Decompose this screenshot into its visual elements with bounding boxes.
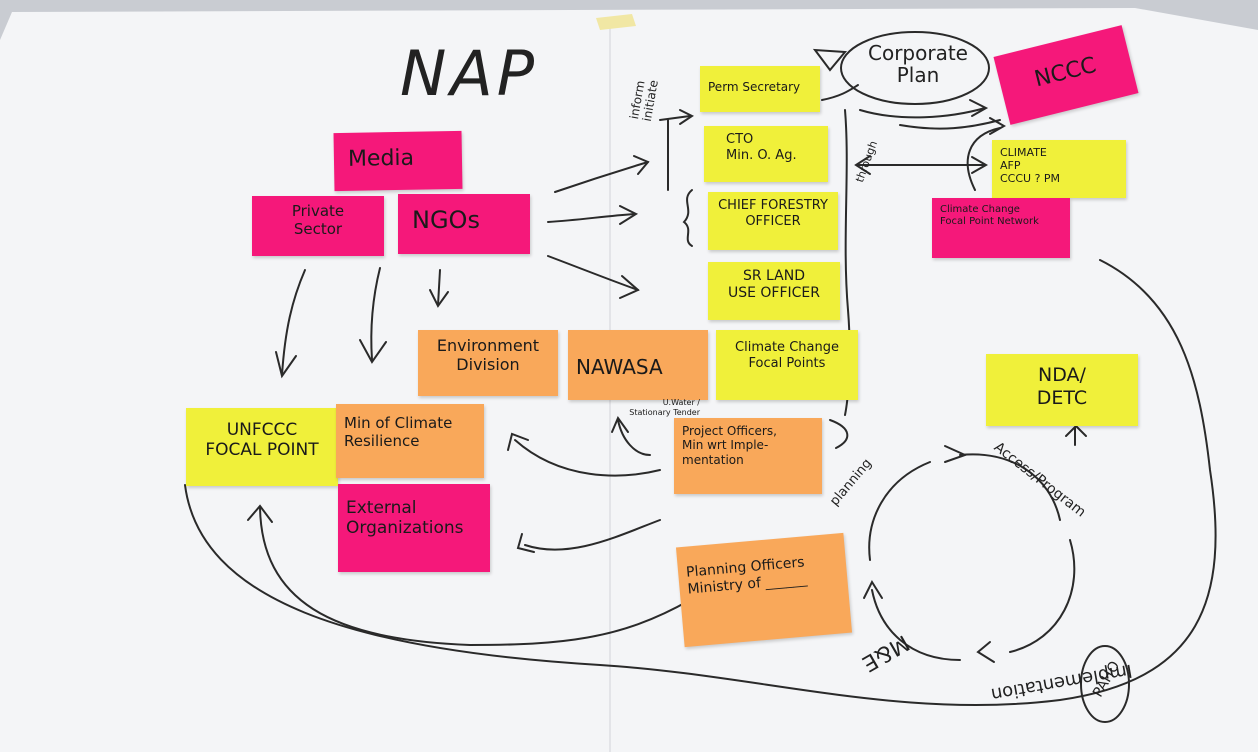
note-private-sector: Private Sector <box>252 196 384 256</box>
title-nap: NAP <box>400 37 539 110</box>
note-media: Media <box>333 130 463 192</box>
note-project-officers: Project Officers, Min wrt Imple- mentati… <box>674 418 822 494</box>
note-unfccc-focal-point: UNFCCC FOCAL POINT <box>186 408 338 486</box>
note-min-climate-resilience: Min of Climate Resilience <box>336 404 484 478</box>
nawasa-subtitle: U.Water / Stationary Tender <box>629 398 700 417</box>
note-ngos: NGOs <box>398 194 530 254</box>
note-nda-detc: NDA/ DETC <box>986 354 1138 426</box>
nawasa-title: NAWASA <box>576 355 663 380</box>
corporate-plan-label: Corporate Plan <box>868 41 968 87</box>
note-environment-division: Environment Division <box>418 330 558 396</box>
note-sr-land-use-officer: SR LAND USE OFFICER <box>708 262 840 320</box>
note-chief-forestry-officer: CHIEF FORESTRY OFFICER <box>708 192 838 250</box>
note-cto: CTO Min. O. Ag. <box>704 126 828 182</box>
note-climate-afp: CLIMATE AFP CCCU ? PM <box>992 140 1126 198</box>
tape-strip <box>596 14 636 30</box>
note-perm-secretary: Perm Secretary <box>700 66 820 112</box>
note-cc-focal-point-network: Climate Change Focal Point Network <box>932 198 1070 258</box>
note-climate-change-focal-points: Climate Change Focal Points <box>716 330 858 400</box>
note-nawasa: NAWASA U.Water / Stationary Tender <box>568 330 708 417</box>
note-planning-officers: Planning Officers Ministry of ______ <box>675 532 853 648</box>
note-external-organizations: External Organizations <box>338 484 490 572</box>
